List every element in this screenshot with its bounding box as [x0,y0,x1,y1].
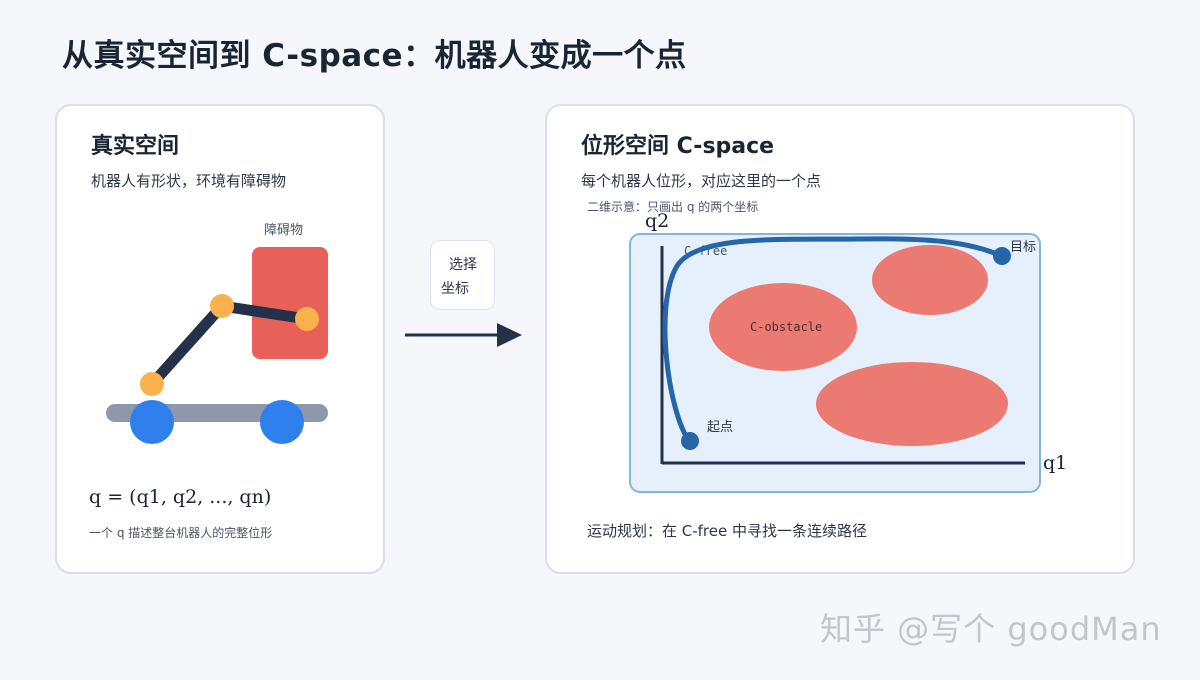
robot-arm-link-1 [146,300,228,390]
robot-end-effector [295,307,319,331]
real-space-subtitle: 机器人有形状，环境有障碍物 [91,172,287,190]
motion-planning-note: 运动规划：在 C-free 中寻找一条连续路径 [587,522,867,540]
real-space-panel: 真实空间 机器人有形状，环境有障碍物 障碍物 q = (q1, q2, ...,… [55,104,385,574]
page-title: 从真实空间到 C-space：机器人变成一个点 [62,38,687,74]
goal-label: 目标 [1010,240,1036,255]
c-obstacle-3 [816,362,1008,446]
obstacle-block [252,247,328,359]
configuration-note: 一个 q 描述整台机器人的完整位形 [89,526,273,540]
cspace-subtitle: 每个机器人位形，对应这里的一个点 [581,172,822,190]
c-obstacle-2 [709,283,857,371]
planned-path [662,236,1005,445]
axis-label-q2: q2 [645,210,669,232]
robot-scene: 障碍物 [106,223,328,444]
start-label: 起点 [707,420,733,435]
c-obstacle-1 [872,245,988,315]
robot-joint-base [140,372,164,396]
robot-joint-elbow [210,294,234,318]
axis-label-q1: q1 [1043,452,1067,474]
cspace-panel: 位形空间 C-space 每个机器人位形，对应这里的一个点 二维示意：只画出 q… [545,104,1135,574]
watermark: 知乎 @写个 goodMan [820,610,1162,648]
arrow-label-line-2: 坐标 [441,281,469,297]
right-wheel [260,400,304,444]
start-point [681,432,699,450]
cspace-plot: q2 q1 C-free C-obstacle 起点 目标 [629,210,1067,493]
goal-point [993,247,1011,265]
robot-arm-link-2 [216,300,313,325]
arrow-head [497,323,522,347]
configuration-formula: q = (q1, q2, ..., qn) [89,486,272,508]
c-obstacle-label: C-obstacle [750,320,822,334]
real-space-title: 真实空间 [91,134,180,159]
arrow-label-box: 选择 坐标 [430,240,495,310]
arrow-label-line-1: 选择 [449,257,477,273]
left-wheel [130,400,174,444]
obstacle-label: 障碍物 [264,223,303,238]
cspace-title: 位形空间 C-space [581,134,775,159]
cspace-hint: 二维示意：只画出 q 的两个坐标 [587,200,759,214]
